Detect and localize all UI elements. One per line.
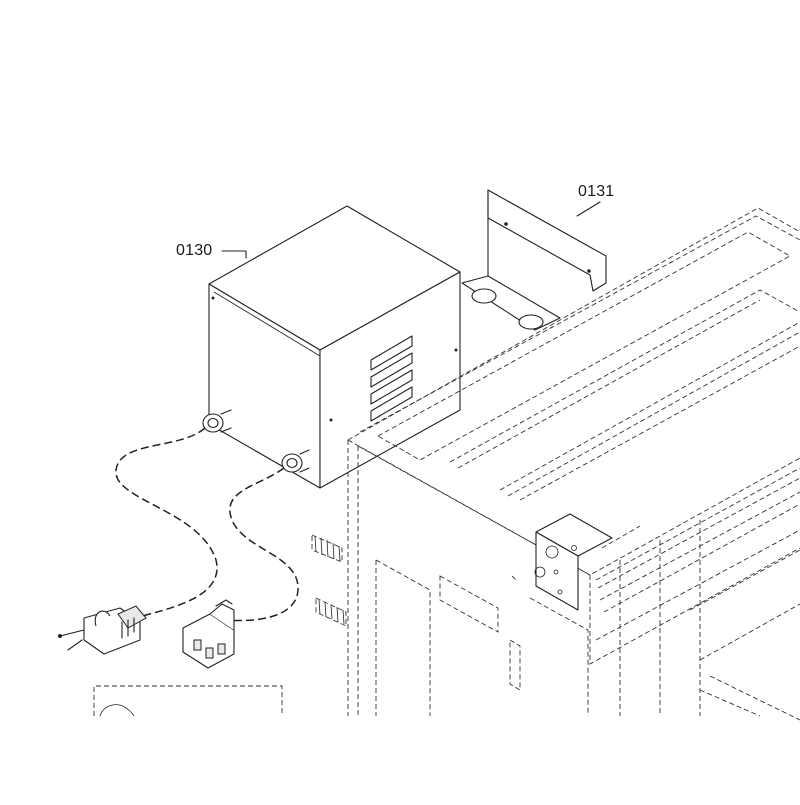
- part-label-0131: 0131: [578, 183, 615, 200]
- connector-plug: [182, 599, 235, 669]
- leader-line-0131: [576, 201, 601, 217]
- springs: [311, 534, 347, 627]
- power-cables: [115, 427, 299, 622]
- mains-plug: [58, 605, 147, 655]
- leader-line-0130: [221, 250, 247, 259]
- appliance-housing: [347, 207, 800, 721]
- transformer-box: [202, 205, 461, 489]
- part-label-0130: 0130: [176, 242, 213, 259]
- mounting-bracket: [461, 189, 607, 331]
- detail-box: [93, 685, 283, 717]
